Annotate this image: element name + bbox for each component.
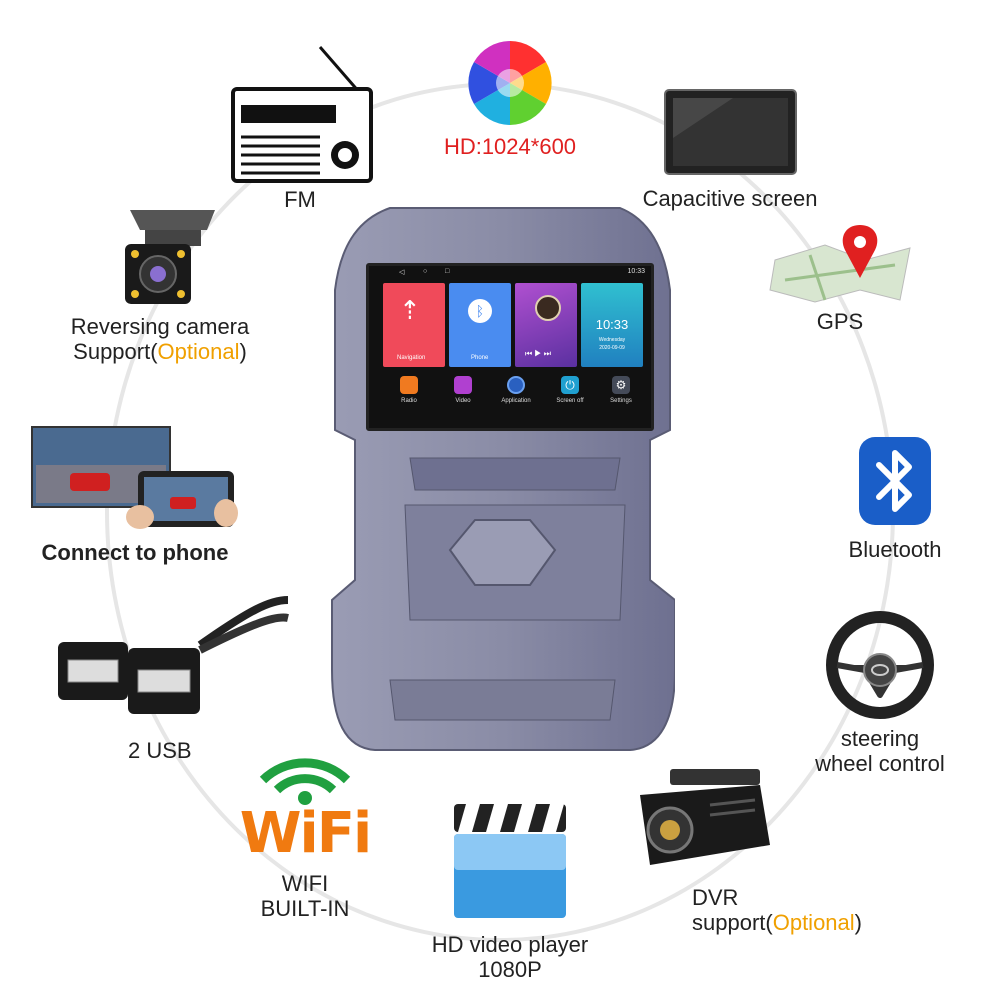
bluetooth-label: Bluetooth bbox=[848, 537, 942, 562]
fm-feature: FM bbox=[225, 45, 375, 212]
video-label-line2: 1080P bbox=[478, 957, 542, 982]
app-video[interactable]: Video bbox=[443, 376, 483, 404]
phone-mirror-icon bbox=[31, 426, 238, 529]
color-wheel-icon bbox=[468, 41, 552, 125]
video-app-icon bbox=[454, 376, 472, 394]
recents-icon[interactable]: □ bbox=[445, 268, 450, 275]
clock-time: 10:33 bbox=[595, 317, 629, 332]
app-radio[interactable]: Radio bbox=[389, 376, 429, 404]
navigation-icon: ⇡ bbox=[399, 295, 421, 325]
app-label: Radio bbox=[401, 398, 417, 404]
hd-feature: HD:1024*600 bbox=[420, 38, 600, 159]
app-tile[interactable]: 10:33 Wednesday 2020-09-09 bbox=[581, 283, 643, 367]
tile-label: Navigation bbox=[397, 355, 426, 361]
settings-app-icon: ⚙ bbox=[612, 376, 630, 394]
dvr-label-line2: support(Optional) bbox=[692, 910, 890, 935]
power-app-icon: ⏻ bbox=[561, 376, 579, 394]
app-label: Video bbox=[455, 398, 471, 404]
app-tile[interactable]: ⇡ Navigation bbox=[383, 283, 445, 367]
radio-icon bbox=[231, 46, 373, 183]
reversing-suffix-text: ) bbox=[239, 339, 247, 364]
app-label: Settings bbox=[610, 398, 632, 404]
connect-label: Connect to phone bbox=[41, 540, 229, 565]
head-unit: ◁ ○ □ 10:33 ⇡ Navigation ᛒ Phone ⏮ ▶ ⏭ 1… bbox=[330, 200, 675, 760]
status-bar: ◁ ○ □ 10:33 bbox=[369, 266, 651, 280]
status-time: 10:33 bbox=[627, 268, 645, 275]
wifi-signal-icon bbox=[259, 758, 351, 805]
app-label: Screen off bbox=[556, 398, 584, 404]
steering-label-line1: steering bbox=[840, 726, 920, 751]
fm-label: FM bbox=[284, 187, 316, 212]
clapperboard-icon bbox=[454, 804, 566, 918]
clock-date: 2020-09-09 bbox=[599, 345, 625, 351]
wifi-label-line2: BUILT-IN bbox=[260, 896, 350, 921]
dvr-feature: DVR support(Optional) bbox=[630, 765, 890, 935]
dvr-support-text: support( bbox=[692, 910, 773, 935]
tile-label: Phone bbox=[471, 355, 489, 361]
video-feature: HD video player 1080P bbox=[410, 800, 610, 982]
gps-label: GPS bbox=[816, 309, 864, 334]
steering-wheel-icon bbox=[826, 611, 934, 719]
bluetooth-phone-icon: ᛒ bbox=[468, 299, 492, 323]
music-controls: ⏮ ▶ ⏭ bbox=[525, 349, 551, 358]
reversing-feature: Reversing camera Support(Optional) bbox=[55, 200, 265, 364]
app-tile[interactable]: ⏮ ▶ ⏭ bbox=[515, 283, 577, 367]
screen-icon bbox=[663, 89, 797, 175]
reversing-label-line1: Reversing camera bbox=[70, 314, 250, 339]
usb-icon bbox=[58, 596, 289, 714]
usb-feature: 2 USB bbox=[50, 590, 290, 763]
clock-day: Wednesday bbox=[598, 337, 626, 343]
back-icon[interactable]: ◁ bbox=[399, 269, 405, 276]
steering-label-line2: wheel control bbox=[815, 751, 945, 776]
connect-feature: Connect to phone bbox=[30, 425, 240, 565]
touch-screen[interactable]: ◁ ○ □ 10:33 ⇡ Navigation ᛒ Phone ⏮ ▶ ⏭ 1… bbox=[366, 263, 654, 431]
usb-label: 2 USB bbox=[128, 738, 192, 763]
app-application[interactable]: Application bbox=[491, 376, 541, 404]
dvr-label-line1: DVR bbox=[692, 885, 739, 910]
music-avatar bbox=[535, 295, 561, 321]
hd-label: HD:1024*600 bbox=[443, 134, 577, 159]
radio-app-icon bbox=[400, 376, 418, 394]
dashcam-icon bbox=[640, 769, 770, 865]
app-tile[interactable]: ᛒ Phone bbox=[449, 283, 511, 367]
reversing-support-text: Support( bbox=[73, 339, 158, 364]
application-app-icon bbox=[507, 376, 525, 394]
reversing-optional-text: Optional bbox=[157, 339, 240, 364]
app-screen-off[interactable]: ⏻ Screen off bbox=[545, 376, 595, 404]
camera-icon bbox=[125, 210, 215, 304]
bluetooth-feature: Bluetooth bbox=[830, 435, 960, 562]
capacitive-label: Capacitive screen bbox=[642, 186, 818, 211]
app-settings[interactable]: ⚙ Settings bbox=[599, 376, 643, 404]
steering-feature: steering wheel control bbox=[790, 610, 970, 776]
video-label-line1: HD video player bbox=[431, 932, 589, 957]
gps-feature: GPS bbox=[765, 220, 915, 334]
wifi-label-line1: WIFI bbox=[281, 871, 329, 896]
home-icon[interactable]: ○ bbox=[423, 268, 428, 275]
gps-map-icon bbox=[769, 225, 911, 303]
wifi-logo: WiFi bbox=[239, 801, 372, 866]
reversing-label-line2: Support(Optional) bbox=[55, 339, 265, 364]
wifi-feature: WiFi WIFI BUILT-IN bbox=[225, 750, 385, 921]
dvr-optional-text: Optional bbox=[772, 910, 855, 935]
app-label: Application bbox=[501, 398, 531, 404]
capacitive-feature: Capacitive screen bbox=[630, 88, 830, 211]
dvr-suffix-text: ) bbox=[854, 910, 862, 935]
bluetooth-icon bbox=[859, 437, 931, 525]
